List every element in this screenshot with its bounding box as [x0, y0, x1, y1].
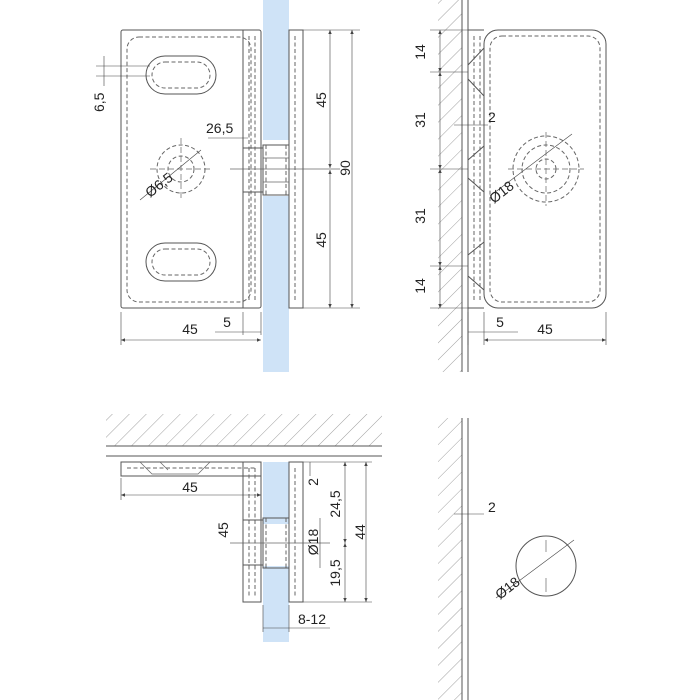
bl-dim-height-label: 45: [215, 522, 231, 538]
upper-slot: [145, 55, 217, 95]
bl-clamp-plate: [288, 461, 304, 603]
lower-slot: [145, 242, 217, 282]
bl-dim-upper-label: 24,5: [327, 490, 343, 517]
side-disc-outer: [512, 135, 580, 203]
bolt-body: [262, 144, 290, 196]
bl-dim-glass-thickness-label: 8-12: [298, 611, 326, 627]
br-wall-hatch: [438, 418, 462, 700]
br-dim-thickness-label: 2: [488, 499, 496, 515]
side-view: 14 31 31 14 2 Ø18 5 45: [412, 0, 607, 372]
br-disc: [515, 535, 577, 597]
glass-panel-lower: [263, 196, 289, 372]
side-dim-upper-spacing-label: 31: [412, 112, 428, 128]
glass-panel-bl-upper: [263, 462, 289, 524]
bl-dim-lower-label: 19,5: [327, 559, 343, 586]
side-dim-disc-label: Ø18: [486, 177, 517, 206]
dim-bottom-height-label: 45: [313, 232, 329, 248]
dim-top-height-label: 45: [313, 92, 329, 108]
dim-hole-diameter-label: Ø6,5: [142, 169, 176, 200]
bolt-head: [242, 147, 264, 193]
side-dim-bottom-edge-label: 14: [412, 278, 428, 294]
side-dim-thickness-label: 2: [488, 109, 496, 125]
dim-total-height-label: 90: [337, 160, 353, 176]
vertical-bracket: [242, 461, 262, 603]
side-dim-gap-label: 5: [496, 314, 504, 330]
front-view: 6,5 45 45 90 26,5 Ø6,5 45 5: [91, 0, 360, 372]
ceiling-hatch: [106, 414, 382, 446]
bottom-right-view: 2 Ø18: [438, 418, 577, 700]
side-dim-top-edge-label: 14: [412, 44, 428, 60]
wall-hatch: [438, 0, 462, 372]
dim-hole-offset-label: 26,5: [206, 120, 233, 136]
glass-panel-bl-lower: [263, 566, 289, 642]
bl-dim-top-gap-label: 2: [305, 478, 321, 486]
bl-dim-total-label: 44: [352, 524, 368, 540]
dim-width-label: 45: [182, 321, 198, 337]
bottom-left-view: 45 45 2 24,5 19,5 44 Ø18 8-12: [106, 414, 382, 642]
side-dim-width-label: 45: [537, 321, 553, 337]
dim-gap-label: 5: [223, 314, 231, 330]
plate-hidden-outline: [126, 36, 252, 303]
bl-dim-ceiling-width-label: 45: [182, 479, 198, 495]
glass-panel-upper: [263, 0, 289, 140]
dim-slot-label: 6,5: [91, 92, 107, 112]
side-dim-lower-spacing-label: 31: [412, 208, 428, 224]
bl-dim-disc-label: Ø18: [305, 529, 321, 556]
